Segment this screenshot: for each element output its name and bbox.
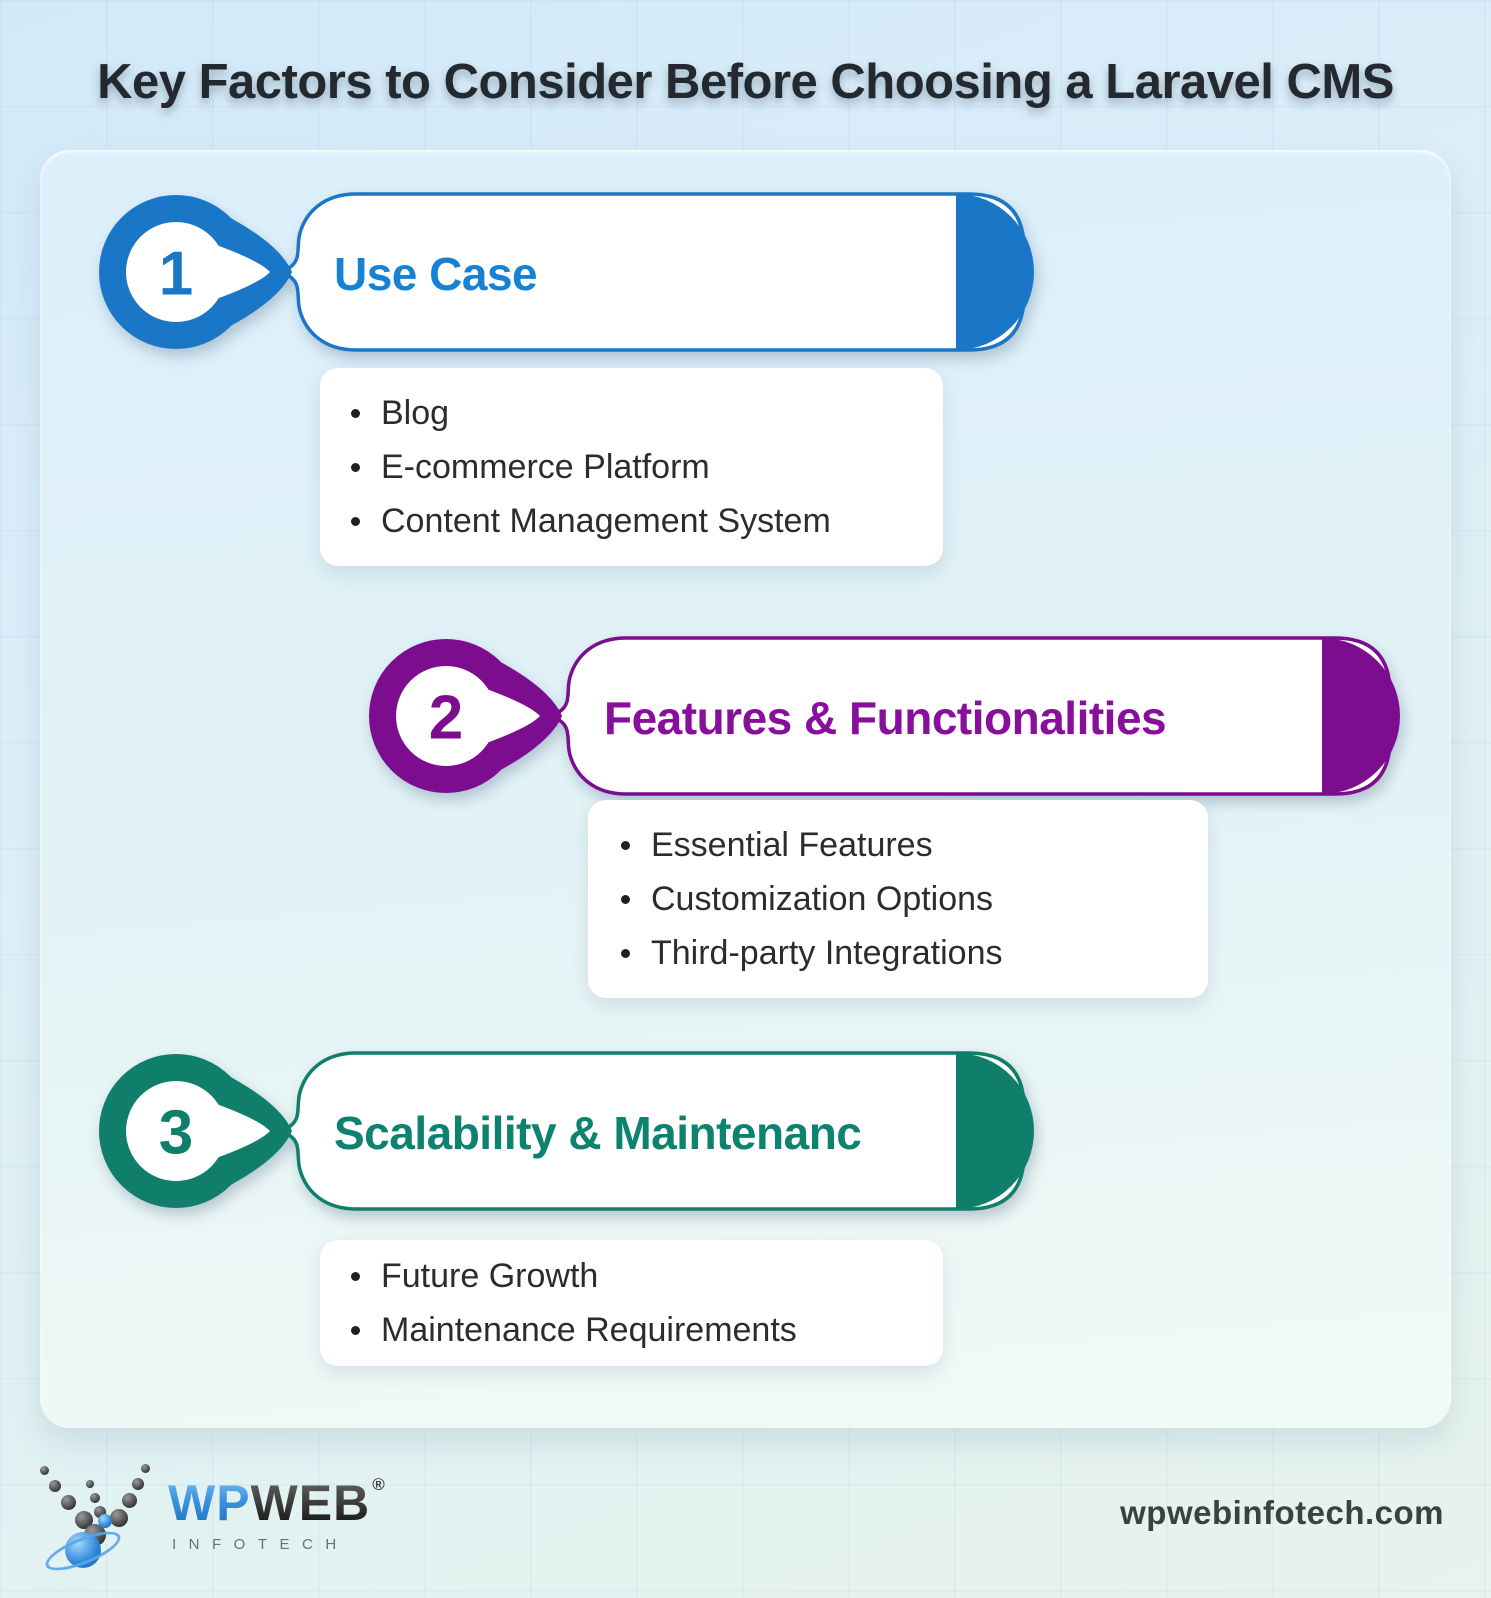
bullet-dot (621, 840, 630, 850)
globe-icon (65, 1532, 101, 1568)
page-title: Key Factors to Consider Before Choosing … (97, 55, 1394, 109)
registered-mark: ® (372, 1474, 386, 1494)
website-url: wpwebinfotech.com (1120, 1494, 1444, 1531)
bullet-dot (351, 1325, 360, 1335)
section-3-list: Future Growth Maintenance Requirements (351, 1249, 933, 1357)
bullet-dot (351, 1271, 360, 1281)
brand-tagline: INFOTECH (172, 1535, 349, 1553)
section-1-ring-inner (184, 234, 270, 310)
list-item-label: Blog (381, 394, 450, 432)
section-1-header: 1 Use Case (99, 192, 1034, 352)
list-item: Future Growth (351, 1249, 933, 1303)
list-item: Customization Options (621, 872, 1198, 926)
bullet-dot (621, 948, 630, 958)
list-item-label: Third-party Integrations (651, 934, 1003, 972)
section-3-number: 3 (159, 1099, 193, 1168)
brand-web: WEB (250, 1474, 371, 1531)
list-item-label: Essential Features (651, 826, 933, 864)
section-1-list: Blog E-commerce Platform Content Managem… (351, 386, 933, 548)
section-3-header: 3 Scalability & Maintenanc (99, 1051, 1034, 1211)
section-2-list: Essential Features Customization Options… (621, 818, 1198, 980)
wpweb-logo: WPWEB® INFOTECH (34, 1458, 386, 1579)
list-item: E-commerce Platform (351, 440, 933, 494)
section-2-title: Features & Functionalities (604, 692, 1166, 744)
list-item: Third-party Integrations (621, 926, 1198, 980)
section-2-number: 2 (429, 684, 463, 753)
list-item: Essential Features (621, 818, 1198, 872)
brand-name: WPWEB® (168, 1474, 386, 1531)
section-1-title: Use Case (334, 248, 537, 300)
section-2-endcap (1322, 638, 1400, 794)
section-2-ring-inner (454, 678, 540, 754)
section-1-number: 1 (159, 240, 193, 309)
section-1-endcap (956, 194, 1034, 350)
list-item-label: E-commerce Platform (381, 448, 710, 486)
list-item-label: Content Management System (381, 502, 831, 540)
list-item: Content Management System (351, 494, 933, 548)
list-item: Maintenance Requirements (351, 1303, 933, 1357)
list-item: Blog (351, 386, 933, 440)
bullet-dot (351, 462, 360, 472)
wpweb-logo-text: WPWEB® INFOTECH (168, 1474, 386, 1553)
list-item-label: Future Growth (381, 1257, 599, 1295)
wpweb-logo-icon (34, 1458, 156, 1579)
bullet-dot (351, 408, 360, 418)
bullet-dot (621, 894, 630, 904)
section-2-header: 2 Features & Functionalities (369, 636, 1400, 796)
section-3-endcap (956, 1053, 1034, 1209)
section-3-ring-inner (184, 1093, 270, 1169)
list-item-label: Maintenance Requirements (381, 1311, 797, 1349)
section-2-card: Essential Features Customization Options… (588, 800, 1208, 998)
list-item-label: Customization Options (651, 880, 994, 918)
bullet-dot (351, 516, 360, 526)
section-3-card: Future Growth Maintenance Requirements (320, 1240, 943, 1366)
brand-wp: WP (168, 1474, 251, 1531)
section-3-title: Scalability & Maintenanc (334, 1107, 861, 1159)
section-1-card: Blog E-commerce Platform Content Managem… (320, 368, 943, 566)
